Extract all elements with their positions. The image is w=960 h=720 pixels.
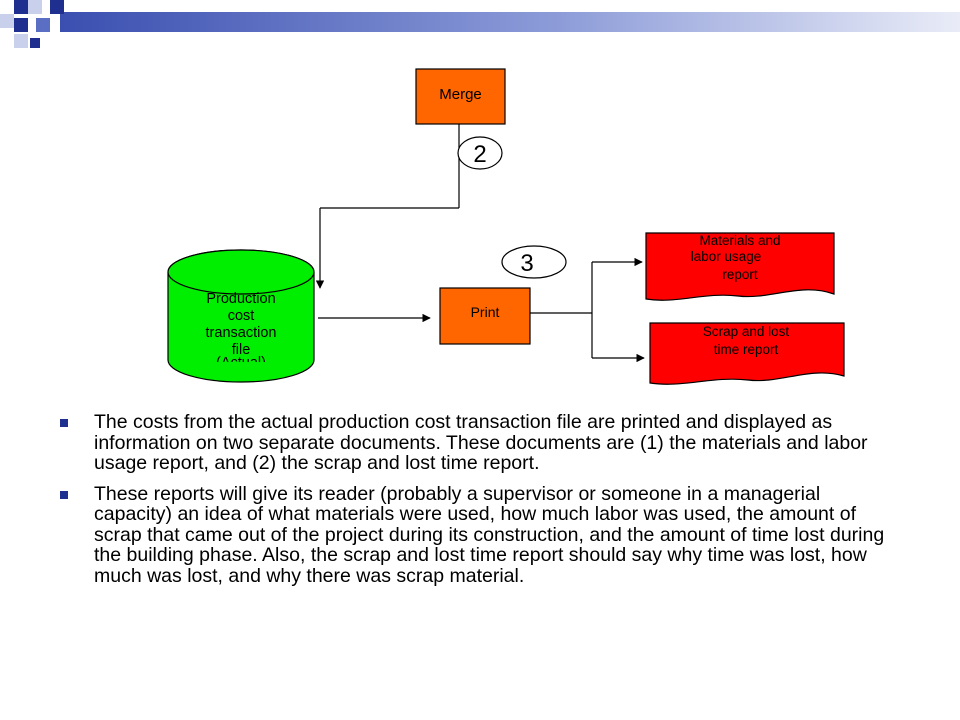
materials-labor-label: Materials and labor usage report [691, 233, 781, 282]
step-three-label: 3 [520, 250, 533, 277]
storage-line-1: Production [206, 291, 275, 307]
storage-line-3: transaction [206, 325, 277, 341]
doc-one-line-2: labor usage [691, 249, 762, 264]
merge-label: Merge [439, 86, 482, 103]
header-stripe [60, 12, 960, 32]
step-two-label: 2 [473, 141, 486, 168]
materials-labor-document [645, 232, 835, 301]
bullet-text: These reports will give its reader (prob… [94, 482, 885, 587]
bullet-item: The costs from the actual production cos… [58, 412, 888, 474]
header-square-light-2 [0, 14, 14, 28]
scrap-lost-time-label: Scrap and lost time report [703, 324, 790, 357]
doc-two-line-1: Scrap and lost [703, 324, 790, 339]
storage-line-5: (Actual) [216, 355, 266, 371]
print-label: Print [471, 304, 500, 320]
header-square-dark-1 [14, 0, 28, 14]
doc-one-line-1: Materials and [699, 233, 780, 248]
header-band [0, 0, 960, 48]
square-bullet-icon [60, 419, 68, 427]
scrap-lost-time-document [649, 322, 845, 385]
print-process-box [439, 287, 531, 345]
storage-cylinder-top [167, 249, 315, 295]
merge-process-box [415, 68, 506, 125]
step-two-marker [457, 136, 503, 170]
bullet-text: The costs from the actual production cos… [94, 411, 868, 474]
flow-diagram: Merge 2 3 Production cost transaction fi… [167, 68, 845, 385]
doc-one-line-3: report [722, 267, 758, 282]
bullet-list: The costs from the actual production cos… [58, 412, 888, 596]
storage-line-2: cost [228, 308, 255, 324]
header-square-dark-3 [14, 18, 28, 32]
square-bullet-icon [60, 490, 68, 499]
header-square-dark-4 [30, 38, 40, 48]
header-square-mid-1 [36, 18, 50, 32]
storage-label: Production cost transaction file (Actual… [206, 291, 277, 371]
header-square-dark-2 [50, 0, 64, 14]
header-square-light-3 [14, 34, 28, 48]
header-square-light-1 [28, 0, 42, 14]
storage-line-4: file [232, 342, 251, 358]
step-three-marker [501, 245, 567, 279]
bullet-item: These reports will give its reader (prob… [58, 482, 888, 587]
doc-two-line-2: time report [714, 342, 779, 357]
